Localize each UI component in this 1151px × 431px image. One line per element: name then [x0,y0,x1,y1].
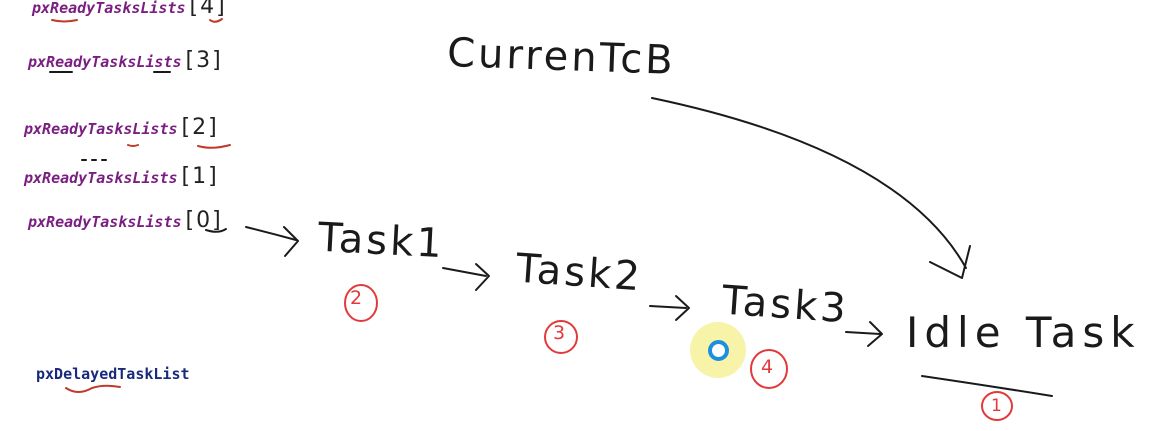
priority-circle-task2 [544,320,578,354]
priority-circle-task1 [344,284,378,322]
delayed-list-label: pxDelayedTaskList [36,365,190,383]
underline-mark [65,384,121,393]
ready-list-name: pxReadyTasksLists [32,0,186,17]
arrow-list-to-task1 [245,226,299,257]
ready-list-name: pxReadyTasksLists [24,120,178,138]
underline-mark [51,19,78,23]
idle-task-priority: 1 [991,396,1005,416]
priority-circles [344,284,1013,421]
idle-task-label: Idle Task [906,308,1141,357]
underline-mark [921,375,1053,397]
task2-priority: 3 [553,322,569,344]
task1-priority: 2 [350,287,366,309]
arrow-currenttcb-to-idle [651,97,971,279]
dark-underlines [49,71,1053,397]
arrow-task1-to-task2 [442,263,490,291]
ready-list-index: [1] [181,164,219,189]
ready-list-index: [4] [189,0,227,19]
ready-list-name: pxReadyTasksLists [28,53,182,71]
underline-mark [197,144,231,149]
ready-list-index: [2] [181,115,219,140]
priority-circle-idle [981,391,1013,421]
arrow-task3-to-idle [845,321,883,347]
priority-circle-task3 [750,349,788,389]
ready-list-name: pxReadyTasksLists [28,213,182,231]
ready-list-label-4: pxReadyTasksLists[4] [32,0,227,19]
ready-list-label-1: pxReadyTasksLists[1] [24,164,219,189]
ready-list-name: pxReadyTasksLists [24,169,178,187]
task3-priority: 4 [761,356,777,378]
underline-mark [205,228,227,233]
ready-list-label-0: pxReadyTasksLists[0] [28,208,223,233]
ready-list-label-3: pxReadyTasksLists[3] [28,48,223,73]
underline-scribbles [51,18,231,393]
arrow-task2-to-task3 [649,295,690,321]
underline-mark [127,144,139,147]
underline-mark [209,18,223,23]
arrows [245,97,971,347]
cursor-dot-icon [708,340,729,361]
ready-list-index: [0] [185,208,223,233]
ready-list-label-2: pxReadyTasksLists[2] [24,115,219,140]
ready-list-index: [3] [185,48,223,73]
